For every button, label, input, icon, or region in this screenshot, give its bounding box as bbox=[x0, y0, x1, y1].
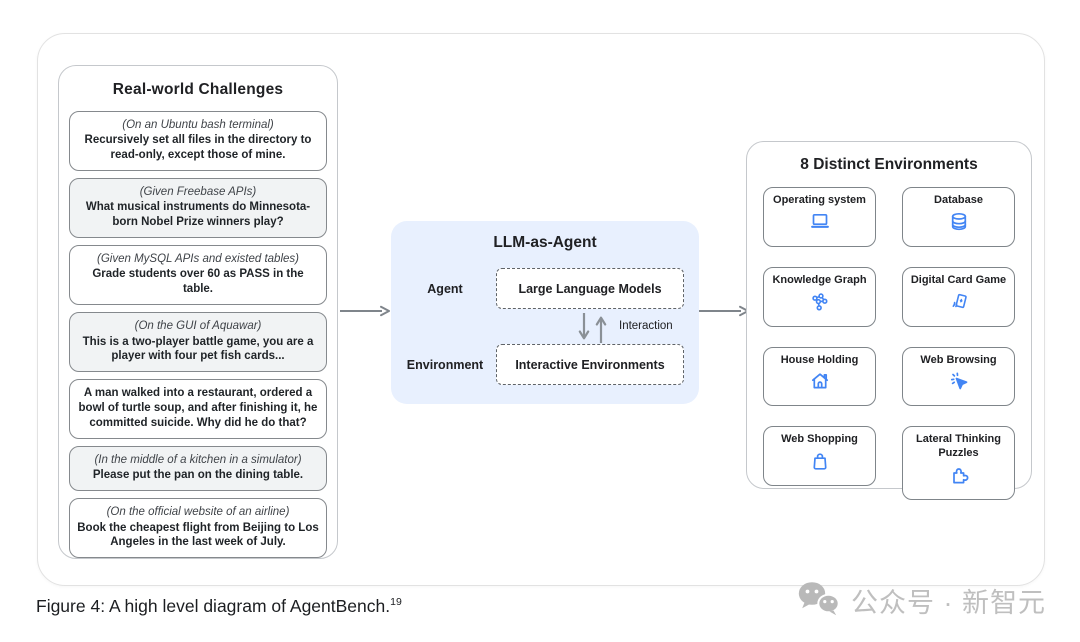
task-context: (In the middle of a kitchen in a simulat… bbox=[94, 454, 302, 467]
env-card-lateral-thinking-puzzles: Lateral Thinking Puzzles bbox=[902, 426, 1015, 500]
env-card-house-holding: House Holding bbox=[763, 346, 876, 407]
interaction-arrows-icon bbox=[578, 313, 607, 343]
task-card: (Given Freebase APIs) What musical instr… bbox=[69, 178, 327, 238]
interactive-environments-box: Interactive Environments bbox=[496, 344, 684, 385]
env-label: Lateral Thinking Puzzles bbox=[916, 433, 1001, 459]
env-label: House Holding bbox=[780, 353, 859, 366]
task-card: A man walked into a restaurant, ordered … bbox=[69, 379, 327, 439]
interaction-label: Interaction bbox=[619, 320, 673, 332]
env-label: Knowledge Graph bbox=[772, 273, 867, 286]
center-to-right-arrow-icon bbox=[699, 305, 749, 317]
env-card-operating-system: Operating system bbox=[763, 187, 876, 247]
environments-grid: Operating system Database Knowledge Grap… bbox=[763, 187, 1015, 500]
shopping-bag-icon bbox=[812, 453, 827, 470]
env-card-web-browsing: Web Browsing bbox=[902, 346, 1015, 407]
env-card-database: Database bbox=[902, 187, 1015, 247]
caption-footnote-ref: 19 bbox=[390, 596, 402, 609]
task-context: (Given MySQL APIs and existed tables) bbox=[97, 253, 299, 266]
task-text: This is a two-player battle game, you ar… bbox=[82, 335, 314, 363]
knowledge-graph-icon bbox=[811, 292, 827, 310]
task-text: Grade students over 60 as PASS in the ta… bbox=[92, 268, 304, 296]
real-world-challenges-panel: Real-world Challenges (On an Ubuntu bash… bbox=[58, 65, 338, 559]
llm-as-agent-panel: LLM-as-Agent Agent Large Language Models… bbox=[391, 221, 699, 404]
task-card: (On the GUI of Aquawar) This is a two-pl… bbox=[69, 312, 327, 372]
laptop-icon bbox=[810, 213, 829, 228]
env-card-knowledge-graph: Knowledge Graph bbox=[763, 266, 876, 327]
watermark-text: 公众号 · 新智元 bbox=[851, 587, 1046, 618]
center-panel-title: LLM-as-Agent bbox=[493, 234, 597, 251]
task-card: (Given MySQL APIs and existed tables) Gr… bbox=[69, 245, 327, 305]
environments-panel: 8 Distinct Environments Operating system… bbox=[746, 141, 1032, 500]
figure-caption: Figure 4: A high level diagram of AgentB… bbox=[36, 596, 402, 617]
task-text: Recursively set all files in the directo… bbox=[84, 134, 312, 161]
caption-text: Figure 4: A high level diagram of AgentB… bbox=[36, 596, 391, 616]
env-label: Digital Card Game bbox=[910, 273, 1007, 286]
puzzle-icon bbox=[952, 467, 968, 484]
task-context: (On an Ubuntu bash terminal) bbox=[122, 119, 274, 131]
task-text: Please put the pan on the dining table. bbox=[92, 469, 304, 482]
left-panel-title: Real-world Challenges bbox=[112, 81, 284, 98]
left-to-center-arrow-icon bbox=[340, 305, 390, 317]
large-language-models-box: Large Language Models bbox=[496, 268, 684, 309]
figure-frame: Real-world Challenges (On an Ubuntu bash… bbox=[37, 33, 1045, 586]
env-label: Database bbox=[934, 194, 983, 206]
environment-label: Environment bbox=[406, 358, 484, 372]
task-context: (On the official website of an airline) bbox=[106, 506, 290, 519]
env-label: Web Browsing bbox=[920, 353, 997, 366]
task-text: Book the cheapest flight from Beijing to… bbox=[77, 521, 319, 549]
cursor-click-icon bbox=[950, 372, 967, 390]
task-context: (On the GUI of Aquawar) bbox=[134, 320, 262, 333]
agent-label: Agent bbox=[427, 282, 463, 296]
wechat-icon bbox=[798, 582, 840, 616]
task-card: (In the middle of a kitchen in a simulat… bbox=[69, 446, 327, 491]
env-card-digital-card-game: Digital Card Game bbox=[902, 266, 1015, 327]
task-card: (On an Ubuntu bash terminal) Recursively… bbox=[69, 111, 327, 171]
database-icon bbox=[951, 212, 966, 230]
watermark: 公众号 · 新智元 bbox=[796, 580, 1046, 620]
task-text: A man walked into a restaurant, ordered … bbox=[78, 387, 318, 429]
card-game-icon bbox=[952, 293, 967, 308]
env-label: Web Shopping bbox=[781, 433, 858, 446]
env-label: Operating system bbox=[773, 194, 866, 206]
task-list: (On an Ubuntu bash terminal) Recursively… bbox=[69, 111, 327, 559]
task-context: (Given Freebase APIs) bbox=[139, 186, 257, 199]
house-icon bbox=[811, 373, 828, 389]
task-text: What musical instruments do Minnesota-bo… bbox=[85, 201, 311, 228]
task-card: (On the official website of an airline) … bbox=[69, 498, 327, 559]
env-card-web-shopping: Web Shopping bbox=[763, 426, 876, 486]
right-panel-title: 8 Distinct Environments bbox=[800, 156, 978, 173]
